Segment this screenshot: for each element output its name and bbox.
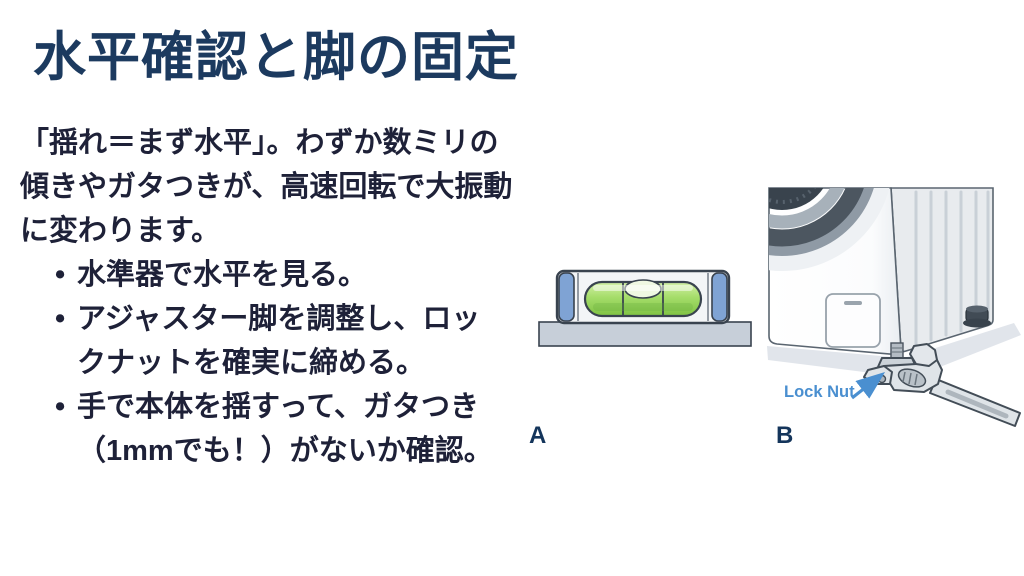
level-end-cap-left: [558, 272, 575, 322]
figure-b-label: B: [776, 422, 794, 449]
spirit-level-illustration: [538, 269, 752, 347]
lock-nut-arrow-icon: [851, 372, 886, 400]
washer-access-panel: [825, 293, 881, 348]
bullet-item: 水準器で水平を見る。: [55, 253, 497, 297]
figure-spirit-level: [535, 256, 755, 348]
washer-drum-door: [769, 188, 893, 271]
figure-washing-machine: Lock Nut: [764, 180, 1024, 430]
bullet-item: アジャスター脚を調整し、ロックナットを確実に締める。: [55, 297, 497, 385]
rear-foot: [963, 305, 991, 328]
bullet-list: 水準器で水平を見る。 アジャスター脚を調整し、ロックナットを確実に締める。 手で…: [55, 253, 1024, 473]
side-panel-ridges: [914, 190, 990, 347]
lock-nut-label: Lock Nut: [784, 383, 855, 401]
floor-shadow: [767, 323, 1021, 378]
intro-text: 「揺れ＝まず水平」。わずか数ミリの傾きやガタつきが、高速回転で大振動に変わります…: [20, 126, 513, 247]
slide-title: 水平確認と脚の固定: [33, 28, 519, 87]
instructions-block: 「揺れ＝まず水平」。わずか数ミリの傾きやガタつきが、高速回転で大振動に変わります…: [20, 121, 1024, 473]
figure-a-label: A: [529, 422, 547, 449]
surface-slab: [538, 321, 752, 347]
level-end-cap-right: [711, 272, 728, 322]
washing-machine-illustration: [767, 187, 1021, 427]
bullet-item: 手で本体を揺すって、ガタつき（1mmでも！）がないか確認。: [55, 385, 497, 473]
